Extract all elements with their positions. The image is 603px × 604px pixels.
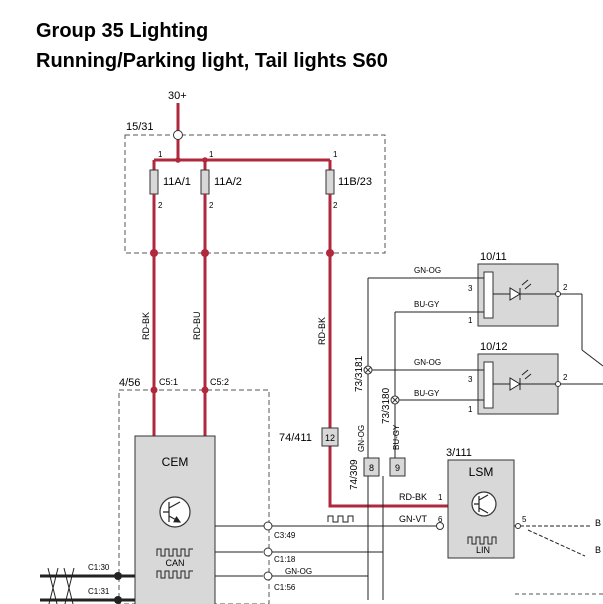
connector-74-309-pin-9: 9 xyxy=(395,463,400,473)
lsm-pin-6: 6 xyxy=(438,515,443,524)
cem-left-pin-1: C1:30 xyxy=(88,563,110,572)
lsm-lin-signal-icon xyxy=(467,536,497,545)
lsm-box-label: 3/111 xyxy=(446,447,472,459)
lamp-2-pin-b: 1 xyxy=(468,405,473,414)
splice-73-3181-label: 73/3181 xyxy=(354,355,365,392)
cem-conn-2-node xyxy=(201,386,209,394)
page-subtitle: Running/Parking light, Tail lights S60 xyxy=(36,50,388,72)
wire-label-rd-bk-2: RD-BK xyxy=(317,317,327,345)
wire-label-rd-bk-1: RD-BK xyxy=(141,312,151,340)
cem-conn-1: C5:1 xyxy=(159,377,178,387)
fuse-2-body xyxy=(200,169,210,195)
cem-can-label: CAN xyxy=(165,558,184,568)
cem-box-label: 4/56 xyxy=(119,377,140,389)
lsm-lin-label: LIN xyxy=(476,545,490,555)
edge-label-2: B xyxy=(595,545,601,555)
lsm-pin-5-node xyxy=(515,523,521,529)
lamp-2-driver xyxy=(483,361,494,409)
transistor-icon-lines xyxy=(163,501,180,522)
fuse-2-label: 11A/2 xyxy=(214,176,242,188)
lsm-transistor-icon-lines xyxy=(474,494,489,514)
cem-left-pin-2-node xyxy=(114,596,122,604)
connector-74-309-pin-9-box xyxy=(389,457,406,477)
cem-left-pin-2: C1:31 xyxy=(88,587,110,596)
cem-pin-3-node xyxy=(263,571,273,581)
lsm-transistor-icon xyxy=(471,491,497,517)
splice-73-3180-cross xyxy=(391,396,399,404)
connector-74-411 xyxy=(321,427,339,447)
bus-node-1 xyxy=(175,157,181,163)
fuse-1-pin-in: 1 xyxy=(158,150,163,159)
fuse-3-body xyxy=(325,169,335,195)
cem-conn-2: C5:2 xyxy=(210,377,229,387)
lsm-name: LSM xyxy=(469,465,494,479)
cem-pin-3: C1:56 xyxy=(274,583,296,592)
lamp-2-pin-out: 2 xyxy=(563,373,568,382)
cem-left-pin-1-node xyxy=(114,572,122,580)
page-title: Group 35 Lighting xyxy=(36,20,209,42)
fuse-2-pin-out: 2 xyxy=(209,201,214,210)
cem-conn-1-node xyxy=(150,386,158,394)
fuse-1-body xyxy=(149,169,159,195)
cem-can-signal-top-icon xyxy=(156,548,193,557)
gn-vt-signal-icon xyxy=(327,515,354,523)
cem-name: CEM xyxy=(162,455,189,469)
wire-label-bu-gy-1: BU-GY xyxy=(414,300,440,309)
fuse-3-pin-in: 1 xyxy=(333,150,338,159)
lamp-1-pin-out: 2 xyxy=(563,283,568,292)
lamp-1-node xyxy=(555,291,561,297)
lamp-1-led-icon xyxy=(509,287,521,301)
connector-74-411-pin: 12 xyxy=(325,433,335,443)
cem-twisted-pair-marks xyxy=(47,567,75,604)
connector-74-309-pin-8: 8 xyxy=(369,463,374,473)
lsm-pin-1: 1 xyxy=(438,493,443,502)
cem-can-signal-bottom-icon xyxy=(156,570,193,579)
cem-pin-1-node xyxy=(263,521,273,531)
lamp-2-led-icon xyxy=(509,377,521,391)
cem-pin-1: C3:49 xyxy=(274,531,296,540)
supply-terminal xyxy=(173,130,183,140)
lamp-1-out-wire-diag xyxy=(581,349,603,367)
fuse-3-label: 11B/23 xyxy=(338,176,372,188)
lamp-2-pin-a: 3 xyxy=(468,375,473,384)
fuse-2-pin-in: 1 xyxy=(209,150,214,159)
lsm-out-wire-2 xyxy=(527,529,586,557)
connector-74-411-label: 74/411 xyxy=(279,432,312,444)
fuse-box-outline xyxy=(124,134,386,254)
cem-pin-2: C1:18 xyxy=(274,555,296,564)
lamp-1-driver xyxy=(483,271,494,319)
lamp-2-label: 10/12 xyxy=(480,341,508,353)
lamp-1-light-rays xyxy=(521,279,532,290)
lamp-1-label: 10/11 xyxy=(480,251,507,263)
edge-label-1: B xyxy=(595,518,601,528)
lamp-1-pin-a: 3 xyxy=(468,284,473,293)
wire-label-gn-og-2: GN-OG xyxy=(414,358,441,367)
wire-label-gn-og-3: GN-OG xyxy=(285,567,312,576)
wire-label-gn-vt: GN-VT xyxy=(399,514,428,524)
connector-74-309-pin-8-box xyxy=(363,457,380,477)
fuse-1-pin-out: 2 xyxy=(158,201,163,210)
wire-label-gn-og-vert: GN-OG xyxy=(357,425,366,452)
wire-label-bu-gy-2: BU-GY xyxy=(414,389,440,398)
lamp-1-pin-b: 1 xyxy=(468,316,473,325)
wire-label-rd-bu: RD-BU xyxy=(192,312,202,341)
supply-label: 30+ xyxy=(168,90,187,102)
fuse-1-label: 11A/1 xyxy=(163,176,191,188)
splice-73-3180-label: 73/3180 xyxy=(381,387,392,424)
lsm-pin-5: 5 xyxy=(522,515,527,524)
lamp-2-light-rays xyxy=(521,369,532,380)
cem-box-outline xyxy=(118,389,270,604)
fuse-box-label: 15/31 xyxy=(126,121,154,133)
cem-pin-2-node xyxy=(263,547,273,557)
wire-label-bu-gy-vert: BU-GY xyxy=(392,424,401,450)
fuse-3-pin-out: 2 xyxy=(333,201,338,210)
lsm-pin-6-node xyxy=(436,522,444,530)
lamp-2-node xyxy=(555,381,561,387)
wire-label-gn-og-1: GN-OG xyxy=(414,266,441,275)
splice-73-3181-cross xyxy=(364,366,372,374)
wire-label-rd-bk-lsm: RD-BK xyxy=(399,492,427,502)
connector-74-309-label: 74/309 xyxy=(349,459,360,490)
